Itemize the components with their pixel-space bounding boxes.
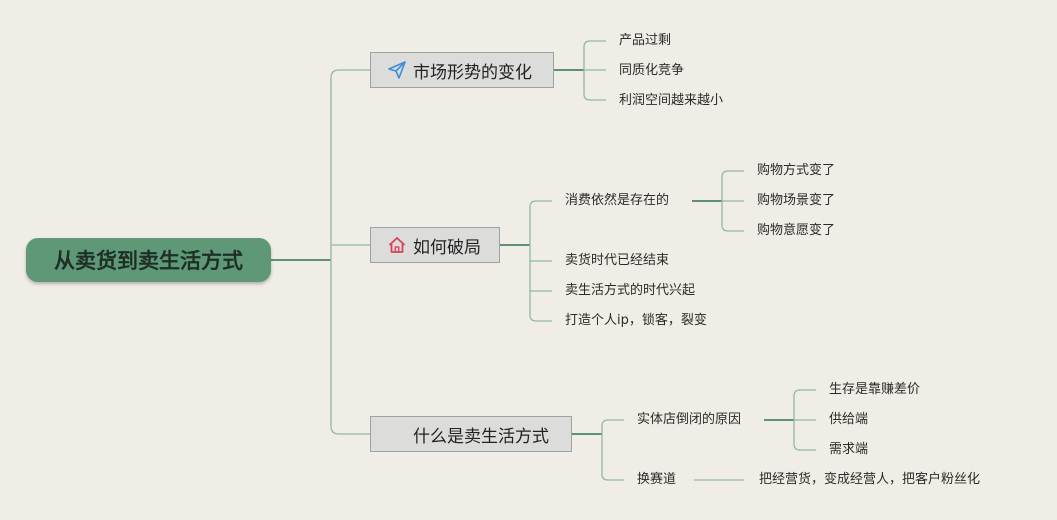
home-icon (387, 235, 407, 255)
leaf-item[interactable]: 同质化竞争 (619, 63, 685, 78)
leaf-item[interactable]: 换赛道 (637, 472, 677, 487)
leaf-item[interactable]: 产品过剩 (619, 33, 672, 48)
root-label: 从卖货到卖生活方式 (54, 249, 243, 273)
branch-market-change[interactable]: 市场形势的变化 (370, 52, 554, 88)
leaf-item[interactable]: 购物意愿变了 (757, 223, 836, 238)
branch-lifestyle-selling[interactable]: 什么是卖生活方式 (370, 416, 572, 452)
leaf-item[interactable]: 打造个人ip，锁客，裂变 (565, 313, 707, 328)
leaf-item[interactable]: 需求端 (829, 442, 869, 457)
leaf-item[interactable]: 把经营货，变成经营人，把客户粉丝化 (759, 472, 981, 487)
root-node[interactable]: 从卖货到卖生活方式 (26, 238, 271, 282)
leaf-item[interactable]: 实体店倒闭的原因 (637, 412, 742, 427)
branch-label: 如何破局 (413, 237, 481, 258)
leaf-item[interactable]: 供给端 (829, 412, 869, 427)
leaf-item[interactable]: 利润空间越来越小 (619, 93, 724, 108)
leaf-item[interactable]: 卖生活方式的时代兴起 (565, 283, 696, 298)
leaf-item[interactable]: 卖货时代已经结束 (565, 253, 670, 268)
branch-label: 什么是卖生活方式 (413, 426, 549, 447)
leaf-item[interactable]: 生存是靠赚差价 (829, 382, 921, 397)
leaf-item[interactable]: 购物场景变了 (757, 193, 836, 208)
leaf-item[interactable]: 购物方式变了 (757, 163, 836, 178)
leaf-item[interactable]: 消费依然是存在的 (565, 193, 670, 208)
flame-icon (387, 424, 407, 444)
branch-breakthrough[interactable]: 如何破局 (370, 227, 500, 263)
paper-plane-icon (387, 60, 407, 80)
branch-label: 市场形势的变化 (413, 62, 532, 83)
